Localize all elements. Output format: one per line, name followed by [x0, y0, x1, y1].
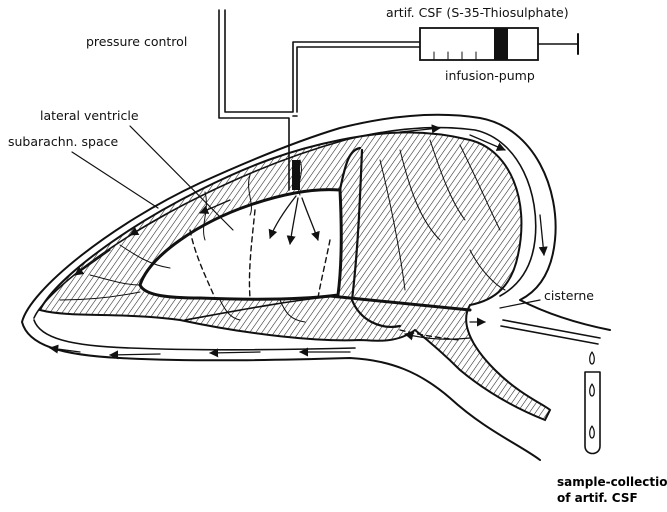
collection-tube [585, 352, 600, 454]
syringe-content-label: artif. CSF (S-35-Thiosulphate) [386, 5, 569, 20]
cisterne-label: cisterne [544, 288, 594, 303]
lateral-ventricle-label: lateral ventricle [40, 108, 139, 123]
artif-csf-label: of artif. CSF [557, 491, 638, 505]
infusion-pump-label: infusion-pump [445, 68, 535, 83]
subarachnoid-space-label: subarachn. space [8, 134, 118, 149]
infusion-pump-syringe [420, 28, 578, 60]
pressure-control-label: pressure control [86, 34, 187, 49]
sample-collection-label: sample-collection [557, 475, 667, 489]
